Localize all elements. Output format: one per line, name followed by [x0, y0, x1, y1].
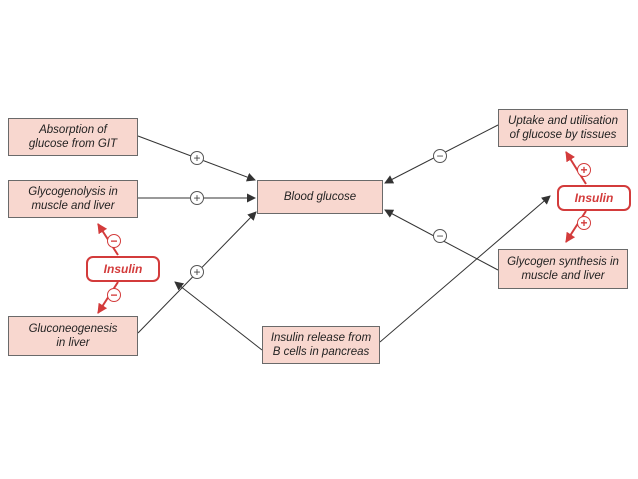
node-blood-glucose: Blood glucose: [257, 180, 383, 214]
node-gluconeogenesis: Gluconeogenesis in liver: [8, 316, 138, 356]
node-uptake-utilisation: Uptake and utilisation of glucose by tis…: [498, 109, 628, 147]
plus-sign-insulin-uptake: +: [577, 163, 591, 177]
insulin-pill-right: Insulin: [557, 185, 631, 211]
plus-sign-glycogenolysis: +: [190, 191, 204, 205]
minus-sign-glycogen-synthesis: −: [433, 229, 447, 243]
plus-sign-insulin-glycogen-synthesis: +: [577, 216, 591, 230]
minus-sign-insulin-glycogenolysis: −: [107, 234, 121, 248]
plus-sign-absorption: +: [190, 151, 204, 165]
arrow-insulin-release-to-left-insulin: [174, 281, 263, 351]
node-glycogen-synthesis: Glycogen synthesis in muscle and liver: [498, 249, 628, 289]
minus-sign-uptake: −: [433, 149, 447, 163]
node-glycogenolysis: Glycogenolysis in muscle and liver: [8, 180, 138, 218]
node-absorption-from-git: Absorption of glucose from GIT: [8, 118, 138, 156]
insulin-pill-left: Insulin: [86, 256, 160, 282]
plus-sign-gluconeogenesis: +: [190, 265, 204, 279]
red-arrow-insulin-to-uptake: [565, 151, 587, 185]
node-insulin-release: Insulin release from B cells in pancreas: [262, 326, 380, 364]
minus-sign-insulin-gluconeogenesis: −: [107, 288, 121, 302]
arrow-insulin-release-to-right-insulin: [379, 195, 551, 343]
